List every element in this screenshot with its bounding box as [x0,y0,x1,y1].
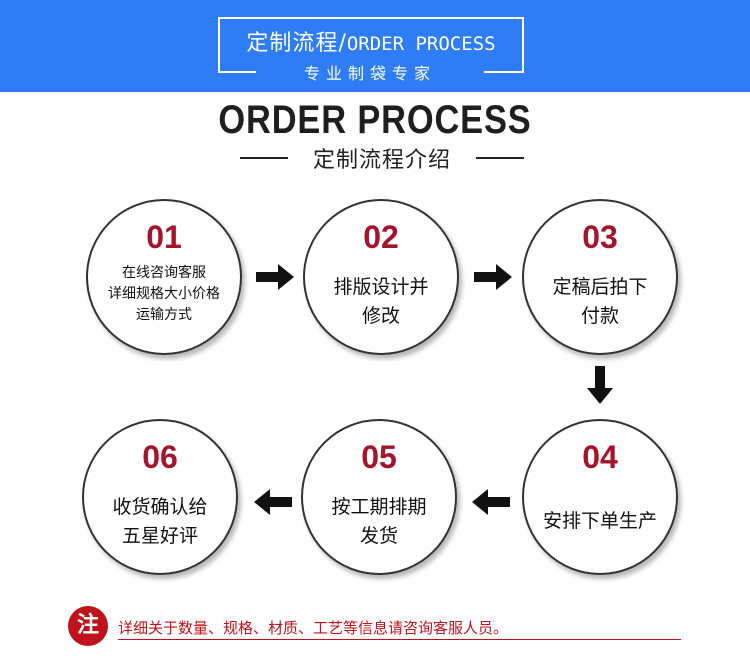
arrow-right-icon [256,264,294,290]
note-text: 详细关于数量、规格、材质、工艺等信息请咨询客服人员。 [118,619,509,637]
banner-subtitle: 专业制袋专家 [303,64,436,83]
arrow-left-icon [254,489,292,515]
note-badge: 注 [68,606,108,646]
step-03-text: 定稿后拍下 付款 [552,276,648,327]
step-04-circle: 04 安排下单生产 [522,419,678,575]
banner-subtitle-wrap: 专业制袋专家 [256,58,484,84]
step-01-circle: 01 在线咨询客服 详细规格大小价格 运输方式 [86,199,242,355]
step-02-text: 排版设计并 修改 [333,276,429,327]
banner-title: 定制流程/ORDER PROCESS [220,25,522,57]
step-05-text: 按工期排期 发货 [331,496,427,547]
step-06-text: 收货确认给 五星好评 [112,496,208,547]
step-04-text: 安排下单生产 [542,510,657,532]
banner-title-separator: / [338,31,347,56]
page-subtitle-row: 定制流程介绍 [0,142,750,173]
step-03-number: 03 [582,219,618,255]
page-subtitle: 定制流程介绍 [312,148,451,173]
step-01-number: 01 [146,219,182,255]
step-05-number: 05 [361,439,397,475]
step-06-number: 06 [142,439,178,475]
banner-title-cn: 定制流程 [246,31,339,56]
step-02-number: 02 [363,219,399,255]
arrow-right-icon [474,264,512,290]
page-title: ORDER PROCESS [218,98,532,142]
subtitle-rule-left [240,157,288,159]
step-03-circle: 03 定稿后拍下 付款 [522,199,678,355]
arrow-down-icon [587,366,613,404]
arrow-left-icon [472,489,510,515]
subtitle-rule-right [476,157,524,159]
header-banner: 定制流程/ORDER PROCESS 专业制袋专家 [0,0,750,92]
step-06-circle: 06 收货确认给 五星好评 [82,419,238,575]
step-02-circle: 02 排版设计并 修改 [303,199,459,355]
step-01-text: 在线咨询客服 详细规格大小价格 运输方式 [108,265,220,323]
step-04-number: 04 [582,439,618,475]
banner-title-en: ORDER PROCESS [346,33,496,55]
step-05-circle: 05 按工期排期 发货 [301,419,457,575]
note-underline [118,639,681,640]
note-row: 注 详细关于数量、规格、材质、工艺等信息请咨询客服人员。 [68,606,688,650]
